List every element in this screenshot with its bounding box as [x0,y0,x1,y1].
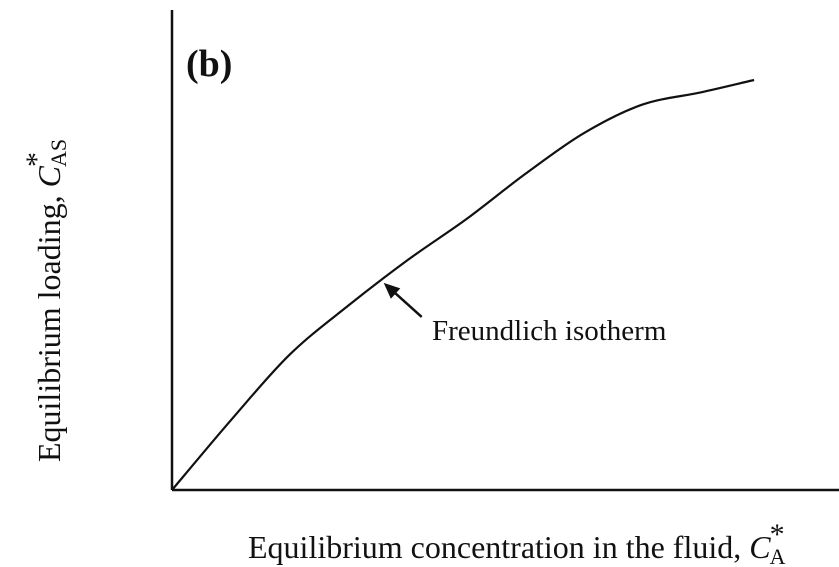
x-axis-label-text: Equilibrium concentration in the fluid, [248,529,741,565]
x-axis-label-superscript: * [770,518,785,551]
x-axis-label-subscript: A [770,544,786,567]
y-axis-label-text: Equilibrium loading, [31,195,67,462]
y-axis-label-symbol: C [31,165,67,187]
annotation-freundlich-isotherm: Freundlich isotherm [432,315,667,347]
x-axis-label: Equilibrium concentration in the fluid,C… [248,518,786,567]
annotation-arrow-head [383,282,401,299]
x-axis-label-symbol: C [749,529,771,565]
y-axis-label-subscript: AS [46,139,71,167]
y-axis-label: Equilibrium loading, C*AS [20,139,71,462]
y-axis-label-superscript: * [20,152,53,167]
panel-label: (b) [186,43,232,85]
annotation-arrow [390,289,423,318]
freundlich-isotherm-curve [171,78,755,491]
